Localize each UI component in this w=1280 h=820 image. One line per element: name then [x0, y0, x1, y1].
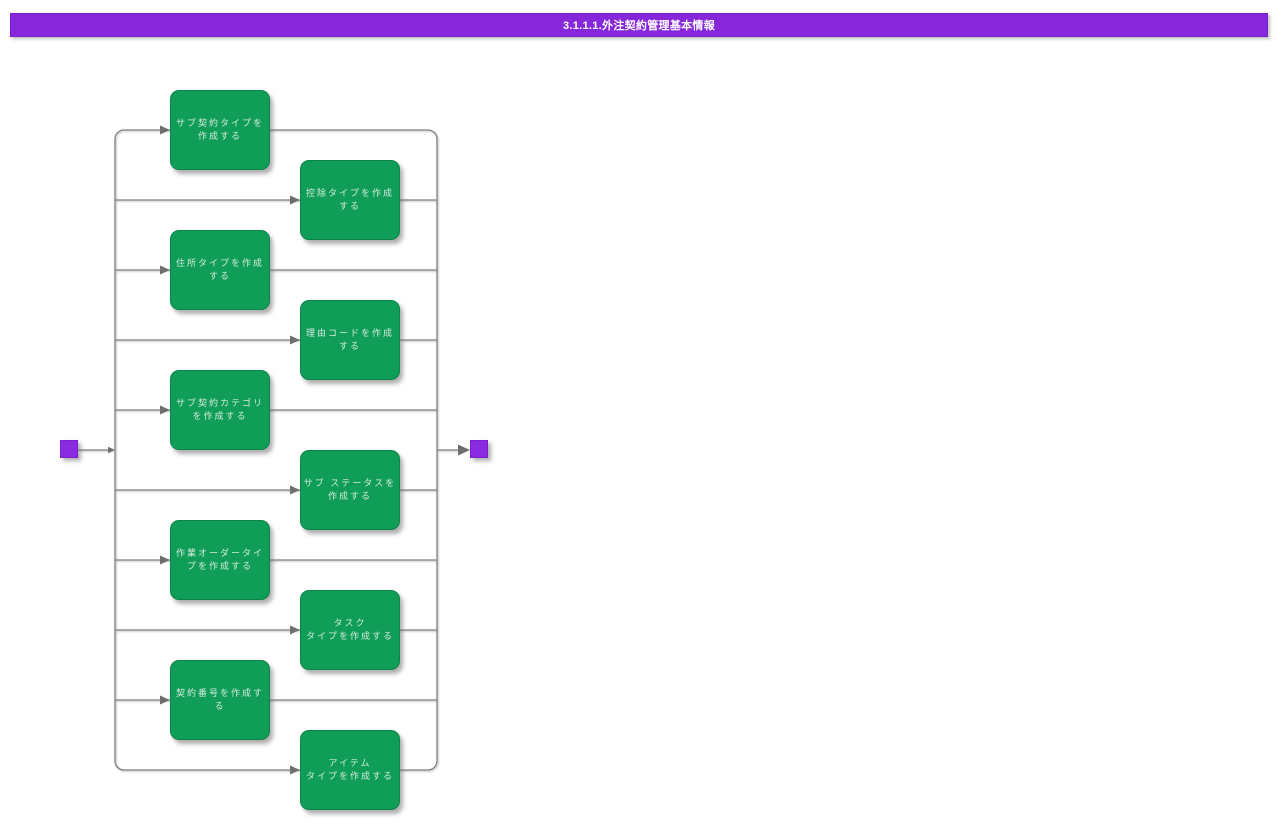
task-label: する	[338, 201, 361, 211]
task-create-work-order-type: 作業オーダータイ プを作成する	[170, 520, 270, 600]
task-create-reason-code: 理由コードを作成 する	[300, 300, 400, 380]
task-label: サブ契約タイプを	[175, 118, 264, 128]
task-label: タイプを作成する	[305, 771, 394, 781]
task-label: サブ ステータスを	[303, 478, 397, 488]
task-label: タスク	[333, 618, 367, 628]
task-label: する	[208, 271, 231, 281]
start-node	[60, 440, 78, 458]
task-label: 作成する	[197, 131, 242, 141]
page-title: 3.1.1.1.外注契約管理基本情報	[562, 20, 716, 32]
arrowhead-icon	[160, 265, 170, 275]
arrowhead-icon	[160, 405, 170, 415]
task-label: 理由コードを作成	[305, 328, 394, 338]
task-label: を作成する	[192, 411, 248, 421]
task-create-contract-number: 契約番号を作成す る	[170, 660, 270, 740]
arrowhead-icon	[160, 555, 170, 565]
task-label: 住所タイプを作成	[175, 258, 264, 268]
task-create-deduction-type: 控除タイプを作成 する	[300, 160, 400, 240]
task-label: 控除タイプを作成	[305, 188, 394, 198]
task-create-address-type: 住所タイプを作成 する	[170, 230, 270, 310]
task-label: する	[338, 341, 361, 351]
end-node	[470, 440, 488, 458]
task-label: 作成する	[327, 491, 372, 501]
task-create-sub-status: サブ ステータスを 作成する	[300, 450, 400, 530]
task-label: サブ契約カテゴリ	[175, 398, 264, 408]
task-create-sub-contract-type: サブ契約タイプを 作成する	[170, 90, 270, 170]
task-create-sub-contract-category: サブ契約カテゴリ を作成する	[170, 370, 270, 450]
arrowhead-icon	[458, 444, 470, 456]
task-label: 契約番号を作成す	[175, 688, 264, 698]
task-label: プを作成する	[186, 561, 253, 571]
arrowhead-icon	[290, 335, 300, 345]
task-label: 作業オーダータイ	[175, 548, 264, 558]
arrowhead-icon	[290, 765, 300, 775]
arrowhead-icon	[160, 695, 170, 705]
task-label: タイプを作成する	[305, 631, 394, 641]
arrowhead-icon	[108, 446, 115, 454]
title-bar: 3.1.1.1.外注契約管理基本情報	[10, 13, 1268, 37]
task-label: る	[214, 701, 226, 711]
task-create-item-type: アイテム タイプを作成する	[300, 730, 400, 810]
arrowhead-icon	[290, 195, 300, 205]
arrowhead-icon	[290, 625, 300, 635]
arrowhead-icon	[290, 485, 300, 495]
arrowhead-icon	[160, 125, 170, 135]
task-label: アイテム	[328, 758, 372, 768]
task-create-task-type: タスク タイプを作成する	[300, 590, 400, 670]
